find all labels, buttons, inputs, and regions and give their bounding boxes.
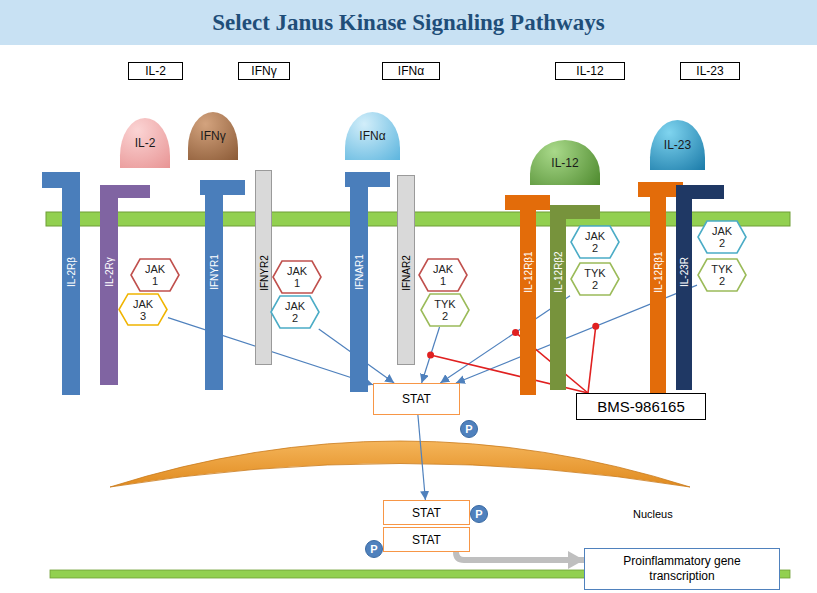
cytokine-dome: IFNα xyxy=(345,112,400,160)
kinase-hexagon: TYK 2 xyxy=(697,258,747,292)
inhibitor-dot xyxy=(427,352,434,359)
receptor-label: IL-2Rβ xyxy=(66,257,77,287)
nucleus-envelope xyxy=(110,441,690,487)
node-text: JAK 1 xyxy=(430,263,456,287)
node-text: IL-12 xyxy=(551,156,578,170)
receptor-chain: IFNAR1 xyxy=(350,172,368,392)
receptor-chain: IFNYR2 xyxy=(255,170,272,365)
node-text: TYK 2 xyxy=(709,263,735,287)
inhibitor-line xyxy=(588,326,596,393)
signal-arrow xyxy=(418,415,425,500)
phosphate-circle: P xyxy=(460,420,478,438)
receptor-chain: IL-2Rβ xyxy=(62,172,80,395)
node-text: JAK 1 xyxy=(142,263,168,287)
receptor-chain: IL-12Rβ2 xyxy=(550,205,566,390)
node-text: STAT xyxy=(402,392,431,406)
cytokine-label-box: IFNα xyxy=(382,62,440,80)
hexagon-shape xyxy=(571,226,619,258)
title: Select Janus Kinase Signaling Pathways xyxy=(0,0,817,45)
cytokine-dome: IL-12 xyxy=(530,140,600,185)
node-text: BMS-986165 xyxy=(597,398,685,415)
receptor-chain: IFNAR2 xyxy=(397,175,415,365)
hexagon-shape xyxy=(273,261,321,293)
hexagon-shape xyxy=(421,294,469,326)
node-text: IL-23 xyxy=(664,138,691,152)
cytokine-label-box: IL-23 xyxy=(680,62,740,80)
node-text: IL-2 xyxy=(145,64,166,78)
kinase-hexagon: JAK 2 xyxy=(697,220,747,254)
cytokine-label-box: IL-2 xyxy=(128,62,183,80)
node-text: Proinflammatory gene transcription xyxy=(591,554,773,584)
node-text: IFNα xyxy=(359,129,385,143)
node-text: JAK 2 xyxy=(709,225,735,249)
cytokine-dome: IL-23 xyxy=(650,120,705,170)
hexagon-shape xyxy=(698,259,746,291)
node-text: P xyxy=(465,423,472,435)
stat-box: STAT xyxy=(373,383,460,415)
node-text: IL-12 xyxy=(576,64,603,78)
phosphate-circle: P xyxy=(365,540,383,558)
kinase-hexagon: TYK 2 xyxy=(420,293,470,327)
region-label: Nucleus xyxy=(633,508,673,520)
receptor-label: IFNAR2 xyxy=(401,255,412,291)
node-text: IFNα xyxy=(398,64,424,78)
receptor-label: IFNYR2 xyxy=(258,255,269,291)
node-text: JAK 2 xyxy=(282,300,308,324)
cytokine-label-box: IL-12 xyxy=(555,62,625,80)
receptor-chain: IL-2Rγ xyxy=(100,185,118,385)
phosphate-circle: P xyxy=(470,505,488,523)
receptor-chain: IFNYR1 xyxy=(205,180,223,390)
node-text: IL-2 xyxy=(135,136,156,150)
receptor-chain: IL-12Rβ1 xyxy=(650,182,666,395)
hexagon-shape xyxy=(419,259,467,291)
node-text: STAT xyxy=(412,533,441,547)
hexagon-shape xyxy=(119,294,167,325)
drug-box: BMS-986165 xyxy=(576,393,706,420)
hexagon-shape xyxy=(271,296,319,328)
inhibitor-dot xyxy=(512,329,519,336)
receptor-chain: IL-23R xyxy=(676,185,692,390)
node-text: P xyxy=(475,508,482,520)
kinase-hexagon: JAK 1 xyxy=(418,258,468,292)
gene-box: Proinflammatory gene transcription xyxy=(584,548,780,590)
receptor-label: IL-12Rβ1 xyxy=(523,251,534,292)
receptor-chain: IL-12Rβ1 xyxy=(520,195,536,395)
receptor-label: IL-2Rγ xyxy=(104,257,115,286)
kinase-hexagon: JAK 3 xyxy=(118,293,168,326)
receptor-label: IFNYR1 xyxy=(209,254,220,290)
node-text: JAK 2 xyxy=(582,230,608,254)
hexagon-shape xyxy=(131,259,179,291)
cytokine-dome: IL-2 xyxy=(120,118,170,168)
node-text: IL-23 xyxy=(696,64,723,78)
transcription-arrow xyxy=(456,552,584,560)
receptor-label: IL-12Rβ2 xyxy=(553,251,564,292)
signal-arrow xyxy=(422,327,440,383)
receptor-label: IL-12Rβ1 xyxy=(653,251,664,292)
kinase-hexagon: TYK 2 xyxy=(570,262,620,296)
hexagon-shape xyxy=(698,221,746,253)
stat-box: STAT xyxy=(383,500,470,525)
inhibitor-dot xyxy=(592,323,599,330)
node-text: JAK 1 xyxy=(284,265,310,289)
node-text: STAT xyxy=(412,506,441,520)
receptor-label: IL-23R xyxy=(679,257,690,287)
node-text: IFNγ xyxy=(200,129,225,143)
stat-box: STAT xyxy=(383,527,470,552)
hexagon-shape xyxy=(571,263,619,295)
node-text: TYK 2 xyxy=(582,267,608,291)
node-text: JAK 3 xyxy=(130,298,156,322)
kinase-hexagon: JAK 2 xyxy=(570,225,620,259)
cytokine-dome: IFNγ xyxy=(188,112,238,160)
node-text: IFNγ xyxy=(251,64,276,78)
kinase-hexagon: JAK 2 xyxy=(270,295,320,329)
kinase-hexagon: JAK 1 xyxy=(130,258,180,292)
node-text: TYK 2 xyxy=(432,298,458,322)
cytokine-label-box: IFNγ xyxy=(238,62,290,80)
receptor-label: IFNAR1 xyxy=(354,254,365,290)
node-text: P xyxy=(370,543,377,555)
kinase-hexagon: JAK 1 xyxy=(272,260,322,294)
